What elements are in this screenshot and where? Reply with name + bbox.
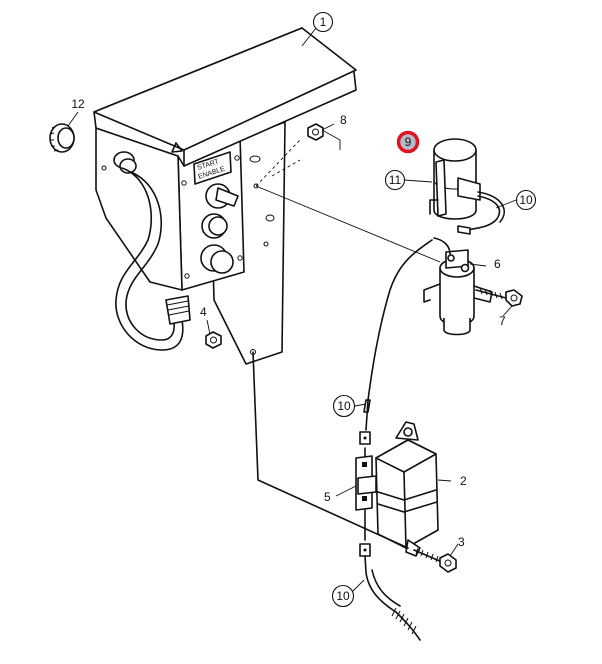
callout-8[interactable]: 8 — [340, 113, 347, 127]
plate-hole — [253, 183, 259, 189]
svg-text:3: 3 — [458, 535, 465, 549]
svg-text:11: 11 — [389, 173, 402, 187]
bolt-7 — [475, 287, 523, 307]
callout-9-highlighted[interactable]: 9 — [396, 130, 420, 154]
relay-part-9 — [429, 138, 505, 235]
svg-text:6: 6 — [494, 257, 501, 271]
box-screw — [237, 255, 243, 261]
plate-slot — [265, 214, 275, 222]
box-lid-top — [93, 27, 357, 151]
svg-text:1: 1 — [320, 15, 327, 29]
callout-10-lower-cable[interactable]: 10 — [331, 584, 355, 608]
key-switch — [205, 183, 239, 209]
svg-text:5: 5 — [324, 490, 331, 504]
hex-nut-8 — [307, 123, 324, 141]
start-enable-label: START ENABLE — [193, 151, 232, 185]
fuse-holder-part-5 — [355, 447, 377, 541]
svg-text:10: 10 — [519, 193, 533, 207]
svg-text:8: 8 — [340, 113, 347, 127]
callout-1[interactable]: 1 — [312, 11, 334, 33]
assembly-lines — [255, 139, 441, 263]
svg-text:4: 4 — [200, 305, 207, 319]
fuse-contact — [362, 496, 367, 501]
callout-11[interactable]: 11 — [384, 169, 406, 191]
push-button-lower — [200, 244, 234, 274]
callout-10-relay-wire[interactable]: 10 — [515, 189, 537, 211]
cable-part-10 — [359, 239, 433, 641]
callout-10-upper-cable[interactable]: 10 — [332, 394, 356, 418]
fuse-contact — [362, 462, 367, 467]
svg-text:10: 10 — [337, 399, 351, 413]
solenoid-part-6 — [423, 237, 493, 336]
harness-gland — [165, 295, 191, 325]
control-box: START ENABLE — [93, 27, 357, 365]
side-connector — [113, 151, 137, 174]
svg-text:10: 10 — [336, 589, 350, 603]
control-harness — [115, 167, 191, 351]
bolt-3 — [413, 547, 457, 573]
callout-5[interactable]: 5 — [324, 490, 331, 504]
callout-2[interactable]: 2 — [460, 474, 467, 488]
svg-text:7: 7 — [499, 314, 506, 328]
push-button-upper — [201, 213, 228, 239]
svg-text:12: 12 — [71, 97, 85, 111]
callout-4[interactable]: 4 — [200, 305, 207, 319]
module-part-2 — [375, 421, 439, 557]
svg-text:9: 9 — [405, 135, 412, 149]
box-screw — [101, 165, 107, 171]
callout-3[interactable]: 3 — [458, 535, 465, 549]
box-screw — [181, 180, 187, 186]
hex-nut-4 — [205, 331, 222, 349]
plate-slot — [249, 155, 261, 163]
callout-7[interactable]: 7 — [499, 314, 506, 328]
lid-arrow-mark — [171, 142, 183, 153]
callout-12[interactable]: 12 — [71, 97, 85, 111]
relay-bracket — [435, 159, 447, 217]
box-screw — [234, 155, 240, 161]
leader-lines — [67, 27, 517, 593]
plate-hole — [263, 241, 269, 247]
ground-wire — [252, 351, 409, 549]
callout-6[interactable]: 6 — [494, 257, 501, 271]
box-screw — [184, 273, 190, 279]
lock-ring — [49, 123, 75, 153]
svg-text:2: 2 — [460, 474, 467, 488]
